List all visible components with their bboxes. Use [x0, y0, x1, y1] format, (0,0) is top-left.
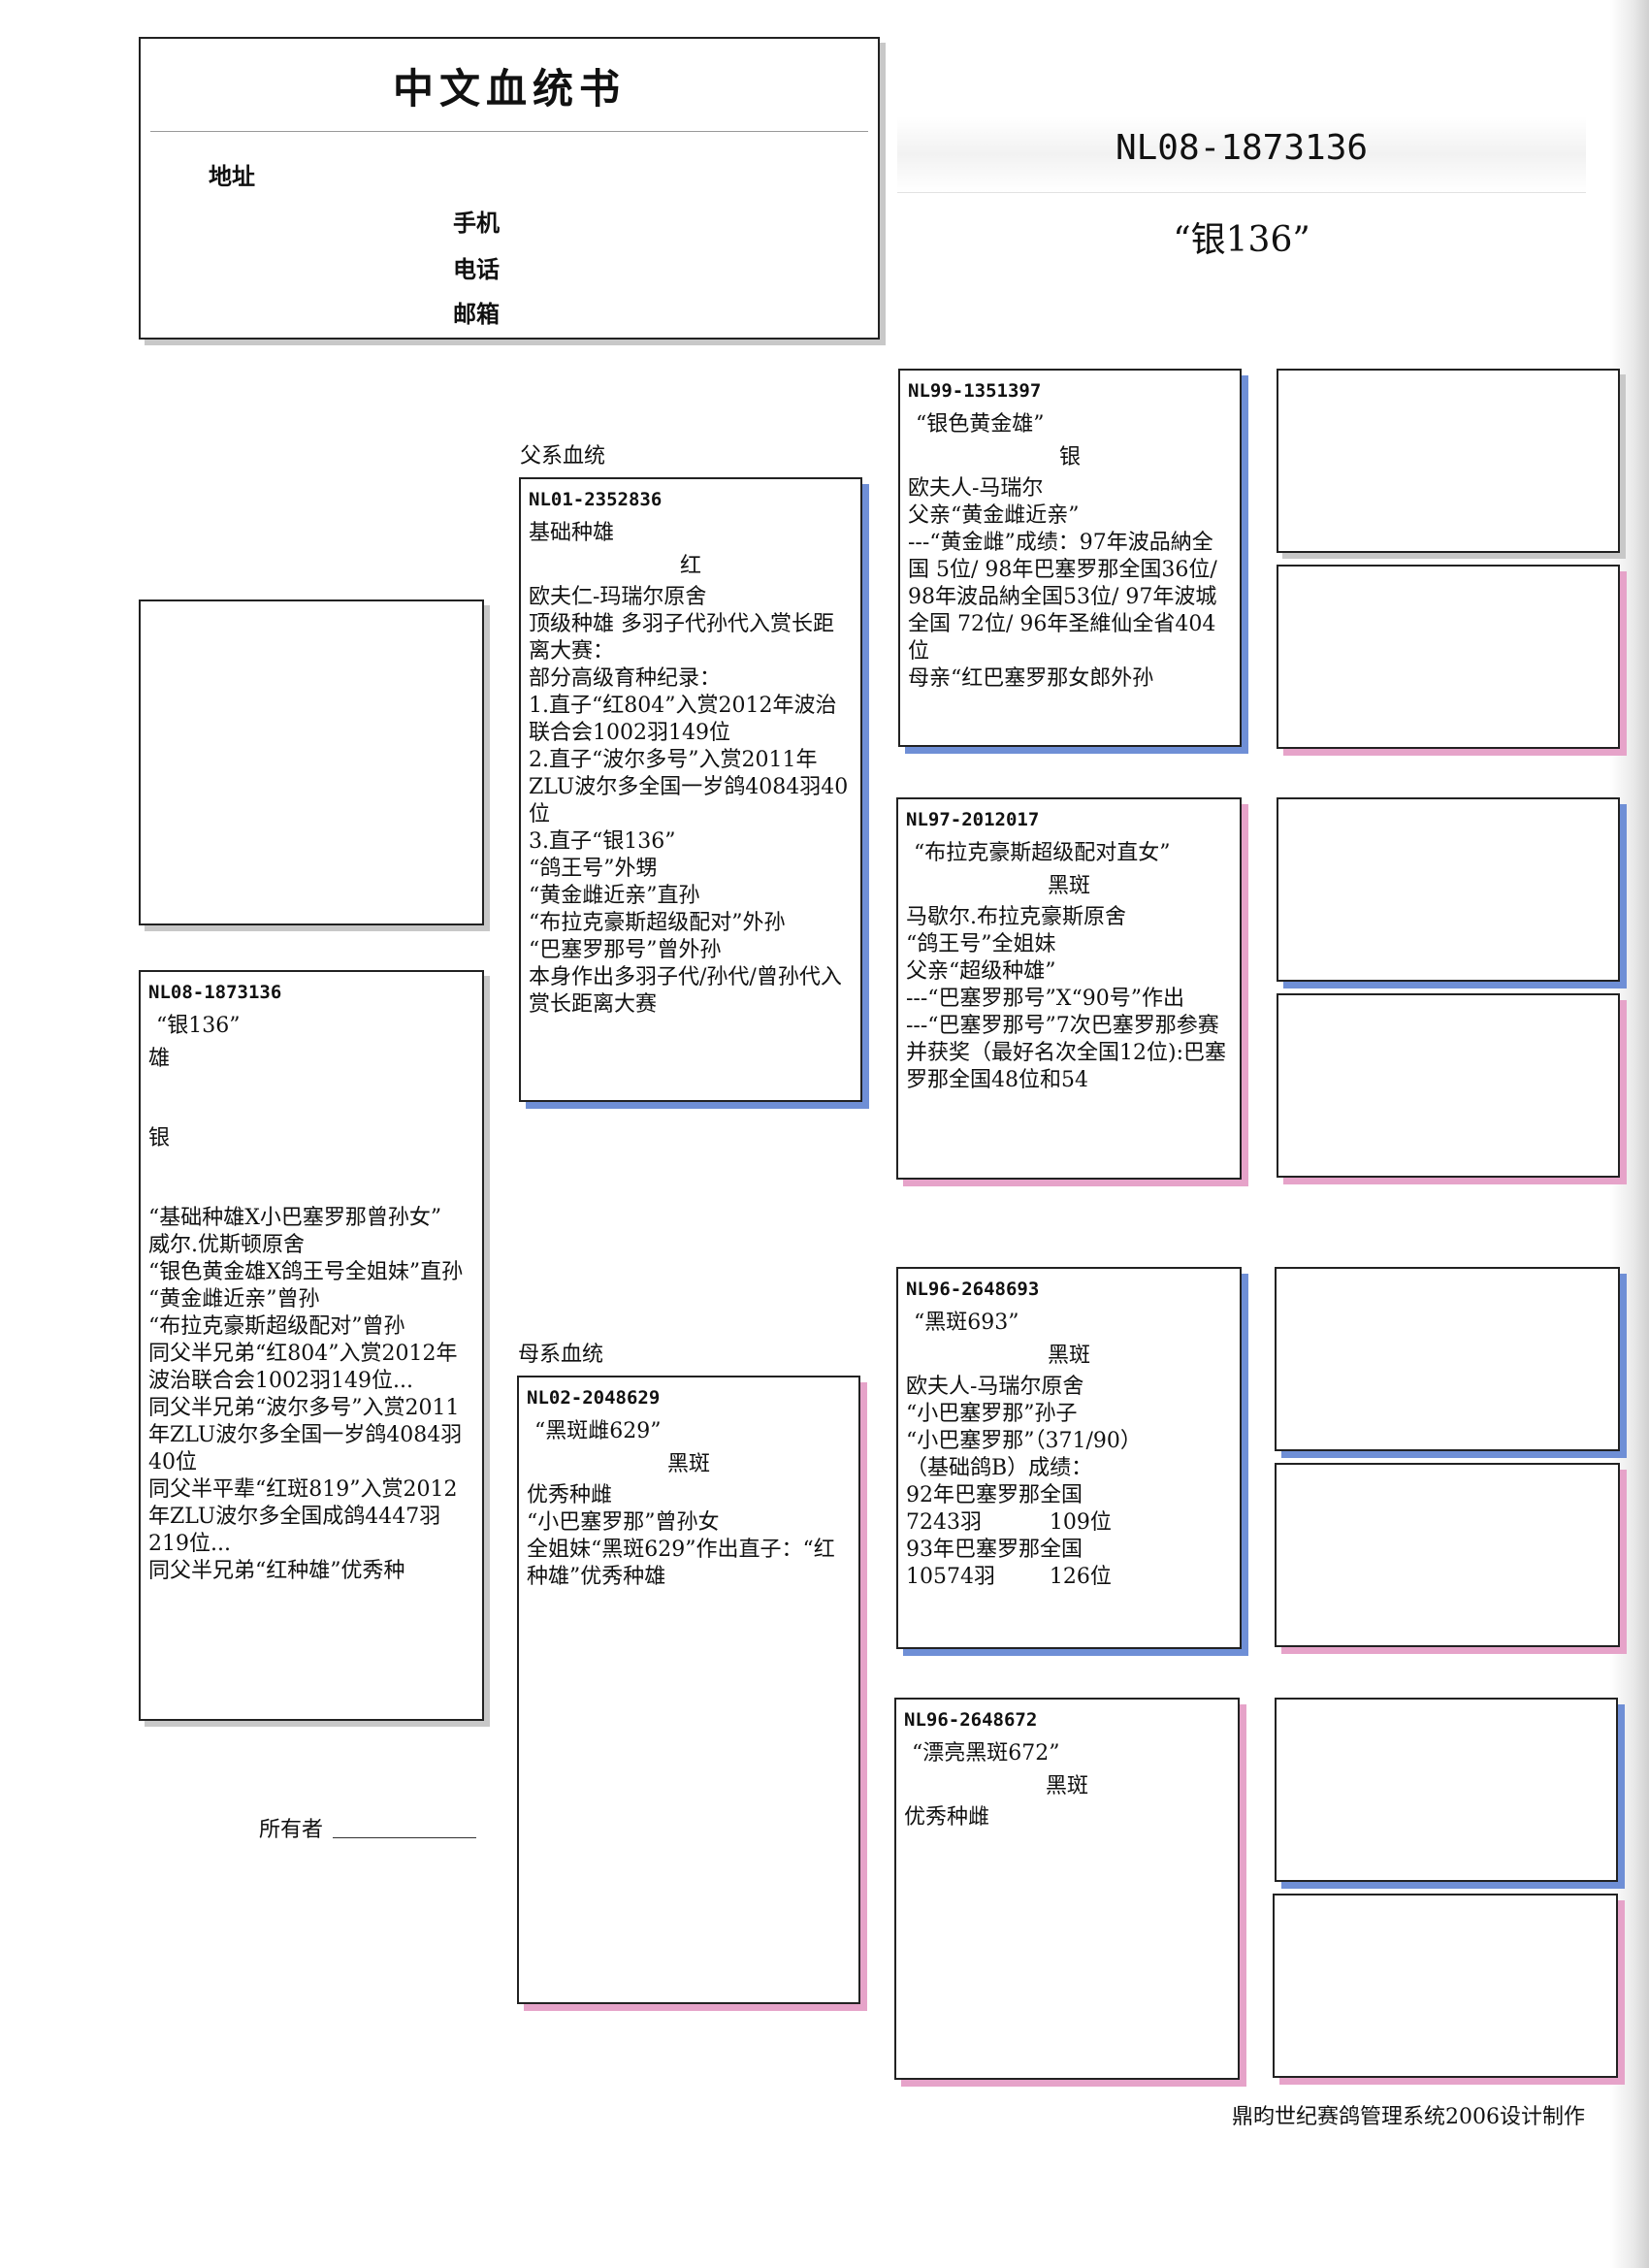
owner-label: 所有者 [259, 1818, 324, 1842]
email-label: 邮箱 [453, 301, 500, 328]
note-line: 父亲“超级种雄” [906, 959, 1056, 984]
dam-color: 黑斑 [666, 1452, 710, 1476]
dam-sire-name: “黑斑693” [914, 1311, 1019, 1335]
great-grandparent-box [1277, 797, 1620, 982]
note-line: 1.直子“红804”入赏2012年波治联合会1002羽149位 [529, 694, 837, 745]
great-grandparent-box [1275, 1267, 1620, 1451]
pigeon-ring-number: NL08-1873136 [1115, 128, 1369, 168]
sire-dam-color: 黑斑 [1047, 874, 1090, 898]
note-line: 同父半兄弟“红804”入赏2012年波治联合会1002羽149位... [148, 1342, 458, 1393]
sire-sire-name: “银色黄金雄” [916, 412, 1045, 437]
dam-dam-color: 黑斑 [1045, 1774, 1088, 1798]
note-line: “基础种雄X小巴塞罗那曾孙女” [148, 1206, 442, 1230]
note-line: 欧夫人-马瑞尔原舍 [906, 1375, 1084, 1399]
phone-label: 电话 [453, 256, 500, 283]
note-line: 顶级种雄 多羽子代孙代入赏长距离大赛： [529, 612, 834, 664]
note-line: “银色黄金雄X鸽王号全姐妹”直孙 [148, 1260, 464, 1284]
great-grandparent-box [1273, 1894, 1618, 2078]
note-line: 本身作出多羽子代/孙代/曾孙代入赏长距离大赛 [529, 965, 842, 1017]
note-line: 马歇尔.布拉克豪斯原舍 [906, 905, 1126, 929]
header-box: 中文血统书 地址 手机 电话 邮箱 [139, 37, 880, 340]
header-divider [150, 131, 868, 132]
pigeon-ring-banner: NL08-1873136 [897, 116, 1586, 193]
note-line: ---“黄金雌”成绩：97年波品納全国 5位/ 98年巴塞罗那全国36位/ 98… [908, 531, 1224, 664]
note-line: 父亲“黄金雌近亲” [908, 503, 1080, 528]
note-line: 93年巴塞罗那全国 [906, 1538, 1083, 1562]
note-line: “鸽王号”全姐妹 [906, 932, 1056, 956]
sire-sire-id: NL99-1351397 [908, 380, 1042, 402]
document-title: 中文血统书 [392, 65, 626, 113]
note-line: 母亲“红巴塞罗那女郎外孙 [908, 666, 1154, 691]
note-line: 92年巴塞罗那全国 [906, 1483, 1083, 1507]
note-line: “巴塞罗那号”曾外孙 [529, 938, 722, 962]
note-line: 部分高级育种纪录： [529, 666, 722, 691]
note-line: “黄金雌近亲”直孙 [529, 884, 700, 908]
note-line: 7243羽 109位 [906, 1510, 1112, 1535]
note-line: 全姐妹“黑斑629”作出直子：“红种雄”优秀种雄 [527, 1538, 835, 1589]
note-line: 同父半平辈“红斑819”入赏2012年ZLU波尔多全国成鸽4447羽219位..… [148, 1477, 458, 1556]
great-grandparent-box [1277, 565, 1620, 749]
note-line: “布拉克豪斯超级配对”外孙 [529, 911, 786, 935]
great-grandparent-box [1277, 993, 1620, 1178]
note-line: 同父半兄弟“波尔多号”入赏2011年ZLU波尔多全国一岁鸽4084羽40位 [148, 1396, 463, 1474]
note-line: ---“巴塞罗那号”7次巴塞罗那参赛并获奖（最好名次全国12位):巴塞罗那全国4… [906, 1014, 1226, 1092]
subject-notes: “基础种雄X小巴塞罗那曾孙女” 威尔.优斯顿原舍 “银色黄金雄X鸽王号全姐妹”直… [148, 1205, 474, 1585]
note-line: 3.直子“银136” [529, 829, 676, 854]
sire-color: 红 [679, 554, 701, 578]
note-line: “小巴塞罗那”孙子 [906, 1402, 1078, 1426]
note-line: 欧夫人-马瑞尔 [908, 476, 1044, 501]
sire-name: 基础种雄 [529, 521, 615, 545]
sire-sire-color: 银 [1058, 445, 1081, 470]
address-label: 地址 [209, 163, 255, 190]
dam-name: “黑斑雌629” [534, 1419, 662, 1443]
sire-line-label: 父系血统 [520, 444, 606, 469]
great-grandparent-box [1275, 1698, 1618, 1882]
dam-id: NL02-2048629 [527, 1387, 661, 1409]
note-line: 优秀种雌 [904, 1805, 990, 1830]
great-grandparent-box [1277, 369, 1620, 553]
note-line: ---“巴塞罗那号”X“90号”作出 [906, 987, 1184, 1011]
note-line: “鸽王号”外甥 [529, 857, 658, 881]
sire-card: NL01-2352836 基础种雄 红 欧夫仁-玛瑞尔原舍 顶级种雄 多羽子代孙… [519, 477, 862, 1102]
note-line: 优秀种雌 [527, 1483, 613, 1507]
dam-line-label: 母系血统 [518, 1343, 604, 1367]
note-line: “黄金雌近亲”曾孙 [148, 1287, 320, 1312]
dam-sire-card: NL96-2648693 “黑斑693” 黑斑 欧夫人-马瑞尔原舍 “小巴塞罗那… [896, 1267, 1242, 1649]
note-line: “小巴塞罗那”（371/90） [906, 1429, 1142, 1453]
sire-sire-card: NL99-1351397 “银色黄金雄” 银 欧夫人-马瑞尔 父亲“黄金雌近亲”… [898, 369, 1242, 747]
dam-dam-card: NL96-2648672 “漂亮黑斑672” 黑斑 优秀种雌 [894, 1698, 1240, 2080]
subject-sex: 雄 [148, 1047, 171, 1071]
note-line: “布拉克豪斯超级配对”曾孙 [148, 1314, 405, 1339]
pigeon-name-title: “银136” [1173, 220, 1310, 260]
subject-id: NL08-1873136 [148, 982, 282, 1003]
note-line: 10574羽 126位 [906, 1565, 1112, 1589]
sire-dam-id: NL97-2012017 [906, 809, 1040, 830]
subject-name: “银136” [156, 1014, 241, 1038]
sire-dam-card: NL97-2012017 “布拉克豪斯超级配对直女” 黑斑 马歇尔.布拉克豪斯原… [896, 797, 1242, 1180]
owner-signature-line [333, 1837, 476, 1838]
subject-card: NL08-1873136 “银136” 雄 银 “基础种雄X小巴塞罗那曾孙女” … [139, 970, 484, 1721]
mobile-label: 手机 [453, 210, 500, 237]
note-line: 2.直子“波尔多号”入赏2011年ZLU波尔多全国一岁鸽4084羽40位 [529, 748, 849, 826]
sire-dam-name: “布拉克豪斯超级配对直女” [914, 841, 1171, 865]
dam-card: NL02-2048629 “黑斑雌629” 黑斑 优秀种雌 “小巴塞罗那”曾孙女… [517, 1376, 860, 2004]
note-line: 威尔.优斯顿原舍 [148, 1233, 305, 1257]
note-line: “小巴塞罗那”曾孙女 [527, 1510, 720, 1535]
dam-sire-id: NL96-2648693 [906, 1279, 1040, 1300]
dam-dam-name: “漂亮黑斑672” [912, 1741, 1060, 1766]
photo-box [139, 599, 484, 925]
dam-dam-id: NL96-2648672 [904, 1709, 1038, 1731]
subject-color: 银 [148, 1126, 171, 1150]
footer-credit: 鼎昀世纪赛鸽管理系统2006设计制作 [1232, 2105, 1585, 2129]
note-line: 欧夫仁-玛瑞尔原舍 [529, 585, 707, 609]
great-grandparent-box [1275, 1463, 1620, 1647]
note-line: （基础鸽B）成绩： [906, 1456, 1093, 1480]
sire-id: NL01-2352836 [529, 489, 663, 510]
note-line: 同父半兄弟“红种雄”优秀种 [148, 1559, 405, 1583]
dam-sire-color: 黑斑 [1047, 1344, 1090, 1368]
